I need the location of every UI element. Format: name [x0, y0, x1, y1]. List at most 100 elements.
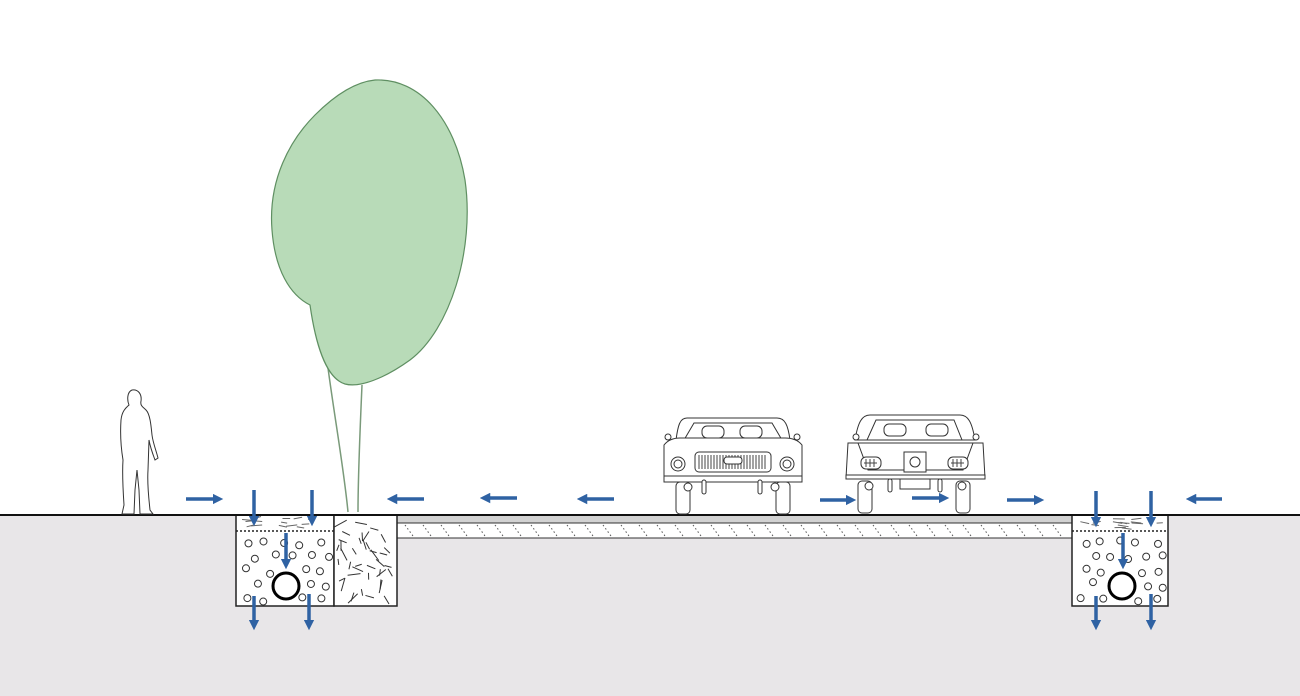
tree-pit-mulch [333, 514, 398, 607]
gravel-stone [325, 552, 334, 561]
sediment-mark [301, 523, 310, 525]
mulch-fiber [365, 542, 371, 550]
gravel-stone [1099, 594, 1108, 603]
gravel-stone [259, 597, 268, 606]
mulch-fiber [334, 519, 347, 528]
sediment-mark [1130, 521, 1142, 524]
sediment-mark [293, 516, 303, 520]
gravel-stone [315, 567, 324, 576]
mulch-fiber [360, 589, 364, 596]
sediment-mark [1118, 521, 1130, 524]
gravel-stone [253, 579, 262, 588]
gravel-stone [266, 569, 275, 578]
gravel-stone [1144, 582, 1153, 591]
mulch-fiber [370, 549, 380, 561]
gravel-stone [259, 537, 268, 546]
sediment-mark [286, 524, 298, 527]
left-infiltration-trench [235, 514, 398, 607]
gravel-stone [288, 551, 297, 560]
mulch-fiber [369, 550, 377, 554]
gravel-stone [1082, 539, 1091, 548]
mulch-fiber [347, 593, 358, 604]
car-rear-view [845, 414, 986, 514]
gravel-stone [321, 582, 330, 591]
gravel-stone [1158, 551, 1167, 560]
stormwater-flow-arrows [186, 490, 1222, 631]
mulch-fiber [383, 595, 390, 605]
mulch-fiber [337, 558, 340, 566]
sediment-mark [278, 524, 287, 528]
sediment-mark [1080, 521, 1090, 525]
mulch-fiber [352, 566, 364, 572]
mulch-fiber [347, 573, 361, 576]
right-infiltration-trench [1071, 514, 1169, 607]
gravel-stone [306, 579, 315, 588]
mulch-fiber [362, 539, 367, 550]
tree-trunk [327, 367, 363, 513]
mulch-fiber [378, 579, 383, 594]
mulch-fiber [358, 537, 362, 544]
gravel-stone [1130, 538, 1139, 547]
mulch-fiber [376, 569, 387, 578]
sediment-mark [1117, 524, 1129, 528]
mulch-fiber [355, 521, 368, 525]
gravel-stone [1137, 569, 1146, 578]
mulch-fiber [336, 544, 340, 552]
mulch-fiber [383, 547, 391, 554]
gravel-stone [1153, 594, 1162, 603]
mulch-fiber [365, 594, 375, 599]
mulch-fiber [342, 531, 351, 536]
gravel-stone [244, 539, 253, 548]
mulch-fiber [384, 564, 392, 568]
car-front-view [663, 417, 803, 515]
mulch-fiber [348, 561, 352, 570]
gravel-stone [1095, 537, 1104, 546]
mulch-fiber [340, 577, 346, 592]
gravel-stone [241, 564, 250, 573]
sediment-mark [296, 526, 305, 529]
gravel-stone [1154, 567, 1163, 576]
gravel-stone [317, 594, 326, 603]
tree [270, 79, 468, 513]
mulch-fiber [370, 527, 379, 531]
mulch-fiber [351, 547, 357, 555]
mulch-fiber [355, 563, 362, 567]
gravel-stone [1142, 552, 1151, 561]
mulch-fiber [379, 569, 381, 576]
sediment-mark [1131, 522, 1144, 525]
gravel-stone [271, 550, 280, 559]
sediment-mark [1131, 517, 1142, 521]
mulch-fiber [340, 547, 348, 561]
sediment-mark [1121, 527, 1132, 530]
gravel-stone [295, 541, 304, 550]
gravel-stone [1158, 583, 1167, 592]
gravel-stone [307, 550, 316, 559]
drain-pipe [1107, 571, 1137, 601]
mulch-fiber [375, 558, 385, 568]
mulch-fiber [366, 564, 376, 570]
mulch-fiber [380, 534, 387, 543]
pedestrian-silhouette [120, 389, 159, 515]
gravel-stone [317, 538, 326, 547]
mulch-fiber [379, 552, 388, 556]
gravel-stone [1134, 597, 1143, 606]
road-pavement [396, 514, 1073, 539]
gravel-stone [1154, 539, 1163, 548]
mulch-fiber [338, 539, 347, 544]
gravel-stone [1106, 552, 1115, 561]
gravel-stone [1082, 564, 1091, 573]
gravel-stone [298, 593, 307, 602]
mulch-fiber [362, 531, 370, 542]
gravel-stone [1092, 551, 1101, 560]
gravel-stone [250, 554, 259, 563]
drain-pipe [271, 571, 301, 601]
gravel-stone [1089, 578, 1098, 587]
gravel-stone [1076, 594, 1085, 603]
gravel-stone [1096, 568, 1105, 577]
gravel-stone [243, 594, 252, 603]
mulch-fiber [338, 577, 345, 582]
tree-canopy [270, 79, 468, 386]
mulch-fiber [387, 568, 393, 577]
gravel-stone [302, 565, 311, 574]
